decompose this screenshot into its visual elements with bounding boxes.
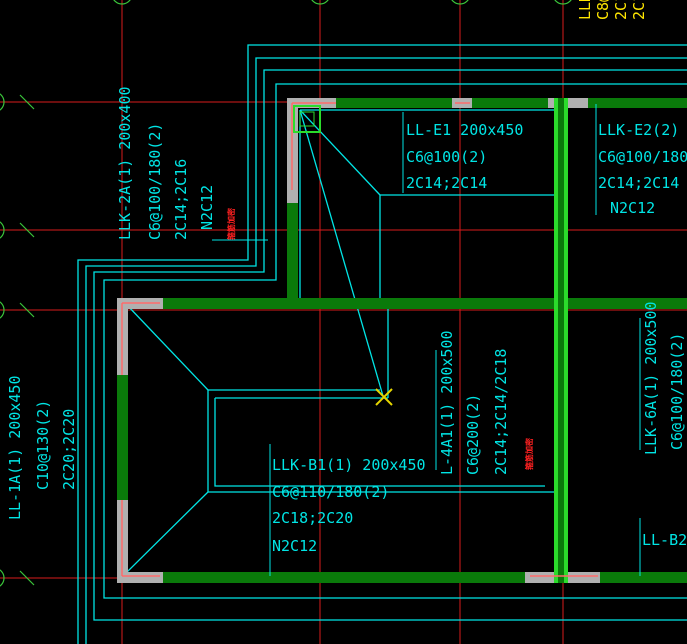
svg-text:L-4A1(1) 200x500: L-4A1(1) 200x500 — [438, 331, 456, 476]
svg-text:C6@100/180(2): C6@100/180(2) — [146, 123, 164, 240]
svg-text:N2C12: N2C12 — [272, 537, 317, 555]
svg-text:2C20;2C20: 2C20;2C20 — [60, 409, 78, 490]
label-llk-b1[interactable]: LLK-B1(1) 200x450 C6@110/180(2) 2C18;2C2… — [272, 456, 426, 555]
svg-text:2C1: 2C1 — [612, 0, 630, 20]
svg-text:C6@100/180(2: C6@100/180(2 — [598, 148, 687, 166]
label-l-4a1[interactable]: L-4A1(1) 200x500 C6@200(2) 2C14;2C14/2C1… — [438, 331, 534, 476]
top-right-label: LLK C8@ 2C1 2C1 — [576, 0, 648, 20]
slab-outline — [77, 44, 687, 644]
svg-text:C6@100/180(2): C6@100/180(2) — [668, 333, 686, 450]
svg-text:LL-B2: LL-B2 — [642, 531, 687, 549]
svg-text:2C14;2C14: 2C14;2C14 — [406, 174, 487, 192]
label-ll-e1[interactable]: LL-E1 200x450 C6@100(2) 2C14;2C14 — [406, 121, 523, 192]
svg-text:2C14;2C14: 2C14;2C14 — [598, 174, 679, 192]
svg-text:LLK-B1(1) 200x450: LLK-B1(1) 200x450 — [272, 456, 426, 474]
svg-text:LLK-6A(1) 200x500: LLK-6A(1) 200x500 — [642, 301, 660, 455]
svg-text:C10@130(2): C10@130(2) — [34, 400, 52, 490]
svg-text:LLK-E2(2) 2(: LLK-E2(2) 2( — [598, 121, 687, 139]
svg-text:LL-E1 200x450: LL-E1 200x450 — [406, 121, 523, 139]
svg-text:2C14;2C14/2C18: 2C14;2C14/2C18 — [492, 349, 510, 475]
beam-bottom — [117, 572, 687, 583]
rebar-marks — [121, 102, 598, 577]
leader-lines — [212, 104, 641, 576]
svg-text:箍筋加密: 箍筋加密 — [524, 438, 534, 470]
svg-text:2C14;2C16: 2C14;2C16 — [172, 159, 190, 240]
label-llk-6a[interactable]: LLK-6A(1) 200x500 C6@100/180(2) — [642, 301, 686, 455]
label-ll-b2[interactable]: LL-B2 — [642, 531, 687, 549]
svg-text:2C18;2C20: 2C18;2C20 — [272, 509, 353, 527]
svg-text:N2C12: N2C12 — [610, 199, 655, 217]
column-marker — [293, 105, 321, 133]
svg-text:LLK: LLK — [576, 0, 594, 20]
label-ll-1a[interactable]: LL-1A(1) 200x450 C10@130(2) 2C20;2C20 — [6, 376, 78, 521]
svg-text:LL-1A(1) 200x450: LL-1A(1) 200x450 — [6, 376, 24, 521]
svg-text:N2C12: N2C12 — [198, 185, 216, 230]
label-llk-2a[interactable]: LLK-2A(1) 200x400 C6@100/180(2) 2C14;2C1… — [116, 86, 236, 240]
beam-mid — [117, 298, 687, 309]
svg-text:C6@110/180(2): C6@110/180(2) — [272, 483, 389, 501]
label-llk-e2[interactable]: LLK-E2(2) 2( C6@100/180(2 2C14;2C14 N2C1… — [598, 121, 687, 217]
svg-text:C8@: C8@ — [594, 0, 612, 20]
x-marker-icon[interactable] — [375, 388, 393, 406]
svg-text:2C1: 2C1 — [630, 0, 648, 20]
svg-text:LLK-2A(1) 200x400: LLK-2A(1) 200x400 — [116, 86, 134, 240]
svg-text:箍筋加密: 箍筋加密 — [226, 208, 236, 240]
beam-top — [288, 98, 558, 108]
beams — [117, 98, 687, 583]
svg-text:C6@100(2): C6@100(2) — [406, 148, 487, 166]
axis-bubbles — [0, 0, 572, 587]
svg-text:C6@200(2): C6@200(2) — [464, 394, 482, 475]
